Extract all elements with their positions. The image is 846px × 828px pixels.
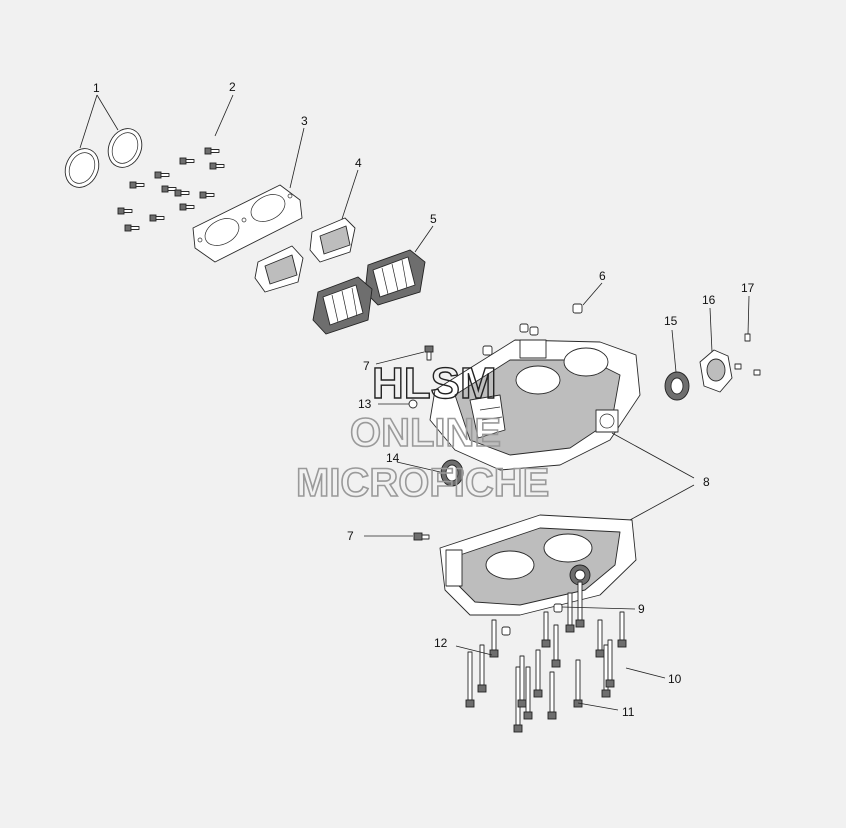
small-bolt [117, 207, 133, 215]
long-bolt [565, 592, 575, 633]
callout-5: 5 [430, 212, 437, 226]
small-bolt [179, 203, 195, 211]
clamp-part-1 [64, 128, 143, 188]
leader-lines [79, 94, 750, 711]
callout-16: 16 [702, 293, 716, 307]
small-bolt [129, 181, 145, 189]
watermark-line-1: HLSM [372, 359, 497, 408]
plug-part-9 [501, 603, 563, 636]
seal-part-15 [664, 371, 690, 401]
watermark-line-2: ONLINE [350, 411, 501, 455]
long-bolt [595, 619, 605, 658]
reed-block-part-4 [254, 217, 356, 293]
callout-1: 1 [93, 81, 100, 95]
small-bolt [174, 189, 190, 197]
upper-crankcase [429, 339, 641, 471]
callout-7-lower: 7 [347, 529, 354, 543]
callout-3: 3 [301, 114, 308, 128]
reed-cage-part-5 [312, 249, 426, 335]
long-bolt [489, 619, 499, 658]
callout-7-upper: 7 [363, 359, 370, 373]
fastener-part-17 [734, 333, 761, 376]
long-bolt [523, 666, 533, 720]
callout-9: 9 [638, 602, 645, 616]
long-bolt [477, 644, 487, 693]
callout-11: 11 [622, 705, 635, 719]
small-bolt [124, 224, 140, 232]
callout-8: 8 [703, 475, 710, 489]
small-bolt [149, 214, 165, 222]
watermark-line-3: MICROFICHE [296, 461, 549, 505]
bolt-set-part-2 [117, 147, 225, 232]
long-bolt [575, 581, 585, 628]
long-bolt [541, 611, 551, 648]
long-bolt [605, 639, 615, 688]
screw-part-7 [413, 345, 434, 541]
callout-13: 13 [358, 397, 372, 411]
callout-12: 12 [434, 636, 448, 650]
callout-6: 6 [599, 269, 606, 283]
long-bolts-10-11-12 [465, 581, 627, 733]
long-bolt [573, 659, 583, 708]
callout-10: 10 [668, 672, 682, 686]
long-bolt [465, 651, 475, 708]
callout-15: 15 [664, 314, 678, 328]
small-bolt [154, 171, 170, 179]
small-bolt [161, 185, 177, 193]
small-bolt [204, 147, 220, 155]
lower-crankcase [439, 514, 637, 616]
watermark: HLSM ONLINE MICROFICHE [295, 358, 550, 506]
long-bolt [547, 671, 557, 720]
long-bolt [617, 611, 627, 648]
long-bolt [533, 649, 543, 698]
callout-labels: 1 2 3 4 5 6 7 7 8 9 10 11 12 13 14 15 16… [93, 80, 755, 719]
callout-2: 2 [229, 80, 236, 94]
callout-4: 4 [355, 156, 362, 170]
callout-17: 17 [741, 281, 755, 295]
callout-14: 14 [386, 451, 400, 465]
small-bolt [199, 191, 215, 199]
cover-part-16 [699, 349, 733, 393]
seal-part-14 [440, 459, 464, 487]
small-bolt [209, 162, 225, 170]
intake-plate-part-3 [192, 184, 303, 263]
small-bolt [179, 157, 195, 165]
long-bolt [551, 624, 561, 668]
